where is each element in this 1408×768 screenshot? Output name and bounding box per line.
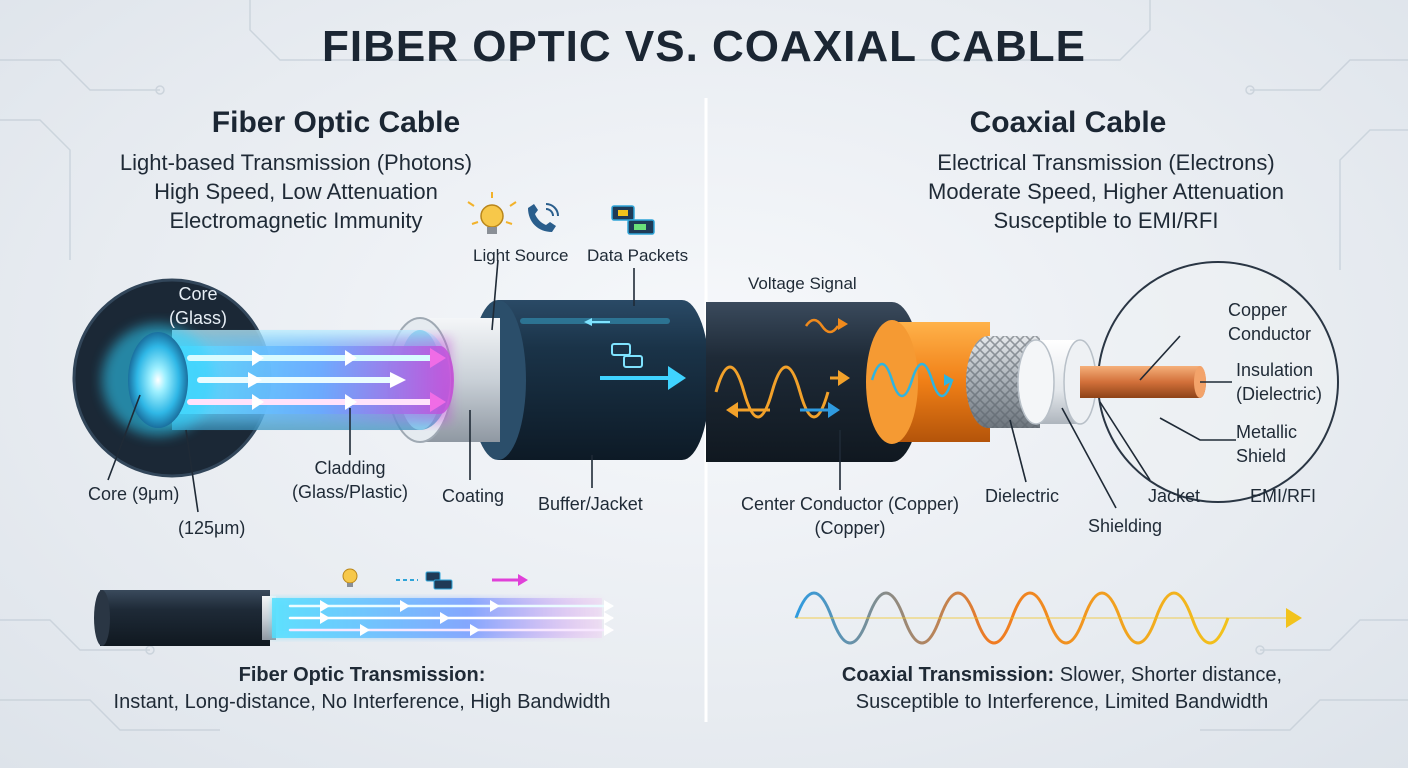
label-data-packets: Data Packets: [587, 246, 689, 265]
label-metallic-shield: Metallic Shield: [1236, 422, 1298, 466]
fiber-feature-2: High Speed, Low Attenuation: [154, 179, 438, 204]
circuit-trace-decoration: [0, 0, 1408, 731]
label-coating: Coating: [442, 486, 505, 506]
coax-features: Electrical Transmission (Electrons) Mode…: [928, 148, 1284, 235]
label-cladding-size: (125μm): [178, 518, 246, 538]
label-center-conductor: Center Conductor (Copper) (Copper): [740, 494, 960, 538]
lightbulb-icon: [467, 192, 517, 234]
label-cladding: Cladding (Glass/Plastic): [291, 458, 409, 502]
label-insulation: Insulation (Dielectric): [1236, 360, 1323, 404]
fiber-cable-illustration: [72, 259, 710, 513]
fiber-arrow-heads: [248, 348, 446, 412]
fiber-features: Light-based Transmission (Photons) High …: [120, 148, 472, 235]
jacket-data-packet-icon: [611, 343, 643, 368]
coax-transmission-caption: Coaxial Transmission: Slower, Shorter di…: [842, 662, 1282, 716]
fiber-transmission-caption: Fiber Optic Transmission: Instant, Long-…: [114, 662, 611, 716]
fiber-transmission-label: Fiber Optic Transmission:: [238, 664, 486, 686]
fiber-heading: Fiber Optic Cable: [211, 106, 461, 139]
label-dielectric: Dielectric: [985, 486, 1060, 506]
fiber-feature-1: Light-based Transmission (Photons): [119, 150, 473, 175]
label-buffer-jacket: Buffer/Jacket: [538, 494, 643, 514]
label-voltage-signal: Voltage Signal: [748, 274, 857, 293]
fiber-light-arrows: [187, 355, 433, 405]
fiber-leader-lines: [107, 259, 635, 513]
data-packet-icon: [611, 205, 655, 235]
coax-cable-illustration: [706, 261, 1339, 509]
fiber-transmission-illustration: [94, 568, 614, 646]
label-light-source: Light Source: [473, 246, 569, 265]
coax-transmission-wave: [794, 591, 1302, 645]
label-emi-rfi: EMI/RFI: [1250, 486, 1316, 506]
label-shielding: Shielding: [1088, 516, 1163, 536]
label-core-size: Core (9μm): [88, 484, 180, 504]
coax-transmission-text-2: Susceptible to Interference, Limited Ban…: [855, 691, 1269, 713]
coax-heading: Coaxial Cable: [969, 106, 1167, 139]
fiber-end-face: [128, 332, 188, 428]
label-core-glass: Core (Glass): [169, 284, 227, 328]
fiber-transmission-text: Instant, Long-distance, No Interference,…: [113, 691, 611, 713]
coax-transmission-text-1: Slower, Shorter distance,: [1054, 664, 1283, 686]
coax-copper-conductor: [1080, 366, 1206, 398]
coax-dielectric: [892, 322, 990, 442]
mini-data-packet-icon: [425, 571, 453, 590]
coax-feature-1: Electrical Transmission (Electrons): [937, 150, 1275, 175]
mini-lightbulb-icon: [342, 568, 358, 587]
coax-transmission-label: Coaxial Transmission:: [841, 664, 1055, 686]
coax-feature-2: Moderate Speed, Higher Attenuation: [928, 179, 1284, 204]
coax-jacket: [706, 302, 922, 462]
label-jacket: Jacket: [1148, 486, 1201, 506]
coax-feature-3: Susceptible to EMI/RFI: [993, 208, 1219, 233]
phone-icon: [528, 203, 559, 232]
fiber-feature-3: Electromagnetic Immunity: [169, 208, 423, 233]
page-title: FIBER OPTIC VS. COAXIAL CABLE: [321, 22, 1087, 71]
coax-leader-lines: [839, 335, 1236, 509]
label-copper-conductor: Copper Conductor: [1228, 300, 1312, 344]
